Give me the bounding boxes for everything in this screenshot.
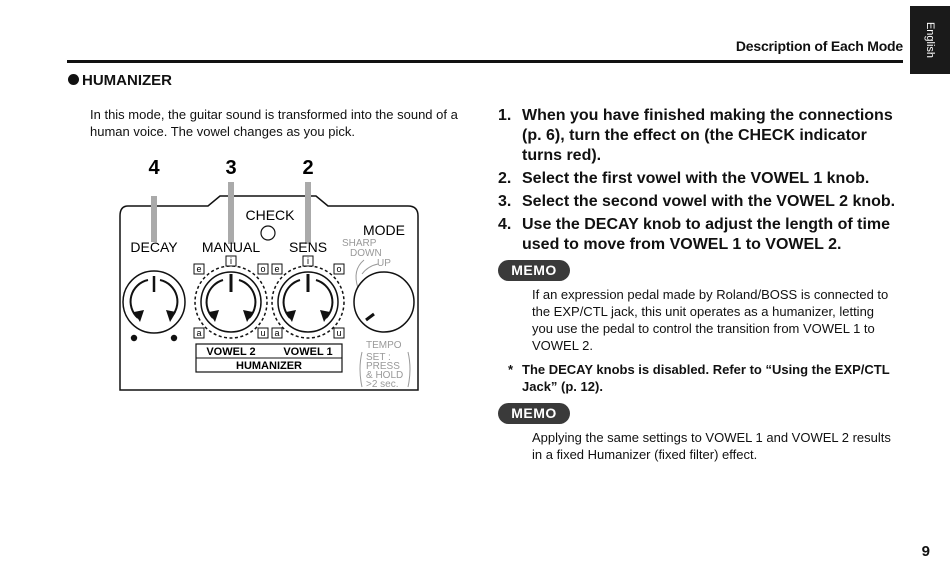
vowel-box-manual-i (225, 255, 237, 267)
header-title: Description of Each Mode (735, 38, 903, 54)
mode-knob (353, 271, 415, 333)
set-label-4: >2 sec. (366, 379, 399, 390)
down-label: DOWN (350, 248, 382, 259)
tempo-label: TEMPO (366, 340, 402, 351)
memo-text: If an expression pedal made by Roland/BO… (532, 287, 889, 353)
vowel-manual-i: i (230, 256, 232, 266)
vowel2-label: VOWEL 2 (206, 346, 255, 358)
vowel-box-sens-a (271, 327, 283, 339)
humanizer-label: HUMANIZER (236, 360, 302, 372)
sharp-label: SHARP (342, 238, 377, 249)
decay-label: DECAY (130, 239, 178, 255)
check-label: CHECK (245, 207, 295, 223)
vowel-box-sens-e (271, 263, 283, 275)
language-tab: English (910, 6, 950, 74)
header-rule (67, 60, 903, 63)
vowel-sens-o: o (336, 264, 341, 274)
language-tab-label: English (924, 21, 936, 59)
vowel-sens-u: u (336, 328, 341, 338)
memo-text: Applying the same settings to VOWEL 1 an… (532, 430, 891, 462)
step-item: 4.Use the DECAY knob to adjust the lengt… (498, 216, 891, 253)
decay-knob (122, 270, 186, 342)
note: * The DECAY knobs is disabled. Refer to … (508, 361, 912, 395)
vowel1-label: VOWEL 1 (283, 346, 332, 358)
set-label-3: & HOLD (366, 370, 403, 381)
step-item: 3.Select the second vowel with the VOWEL… (498, 193, 896, 210)
vowel-box-sens-u (333, 327, 345, 339)
page-number: 9 (921, 543, 930, 560)
memo-badge: MEMO (498, 403, 570, 424)
tempo-bracket-right (407, 351, 411, 388)
vowel-box-manual-o (257, 263, 269, 275)
set-label-1: SET : (366, 352, 391, 363)
callout-bar-sens (305, 182, 311, 244)
panel-frame (119, 195, 419, 391)
tempo-bracket-left (359, 351, 363, 388)
mode-arc-icon (355, 259, 379, 289)
check-indicator (260, 225, 276, 241)
steps-list: 1.When you have finished making the conn… (498, 106, 908, 258)
vowel-sens-e: e (274, 264, 279, 274)
section-title: HUMANIZER (82, 72, 172, 89)
set-label-2: PRESS (366, 361, 400, 372)
vowel-sens-a: a (274, 328, 279, 338)
vowel-box-manual-u (257, 327, 269, 339)
note-text: The DECAY knobs is disabled. Refer to “U… (522, 362, 890, 394)
pedal-panel-diagram: 4 3 2 CHECK DECAY MANUAL SENS MODE SHARP… (119, 157, 419, 391)
vowel-box-manual-a (193, 327, 205, 339)
sens-knob (271, 265, 345, 339)
note-marker: * (508, 362, 514, 377)
memo-badge: MEMO (498, 260, 570, 281)
callout-bar-manual (228, 182, 234, 244)
section-intro: In this mode, the guitar sound is transf… (90, 107, 458, 139)
vowel-box-manual-e (193, 263, 205, 275)
vowel-sens-i: i (307, 256, 309, 266)
vowel-manual-a: a (196, 328, 201, 338)
manual-knob (194, 265, 268, 339)
section-bullet-icon (68, 74, 79, 85)
callout-manual: 3 (225, 157, 236, 179)
vowel-manual-o: o (260, 264, 265, 274)
callout-decay: 4 (148, 157, 160, 179)
vowel-manual-u: u (260, 328, 265, 338)
vowel-box-sens-i (302, 255, 314, 267)
mode-label: MODE (363, 222, 405, 238)
manual-label: MANUAL (202, 239, 261, 255)
sens-label: SENS (289, 239, 327, 255)
step-item: 2.Select the first vowel with the VOWEL … (498, 170, 870, 187)
step-item: 1.When you have finished making the conn… (498, 107, 893, 164)
up-label: UP (377, 258, 391, 269)
vowel-box-sens-o (333, 263, 345, 275)
callout-bar-decay (151, 196, 157, 242)
vowel-manual-e: e (196, 264, 201, 274)
callout-sens: 2 (302, 157, 313, 179)
